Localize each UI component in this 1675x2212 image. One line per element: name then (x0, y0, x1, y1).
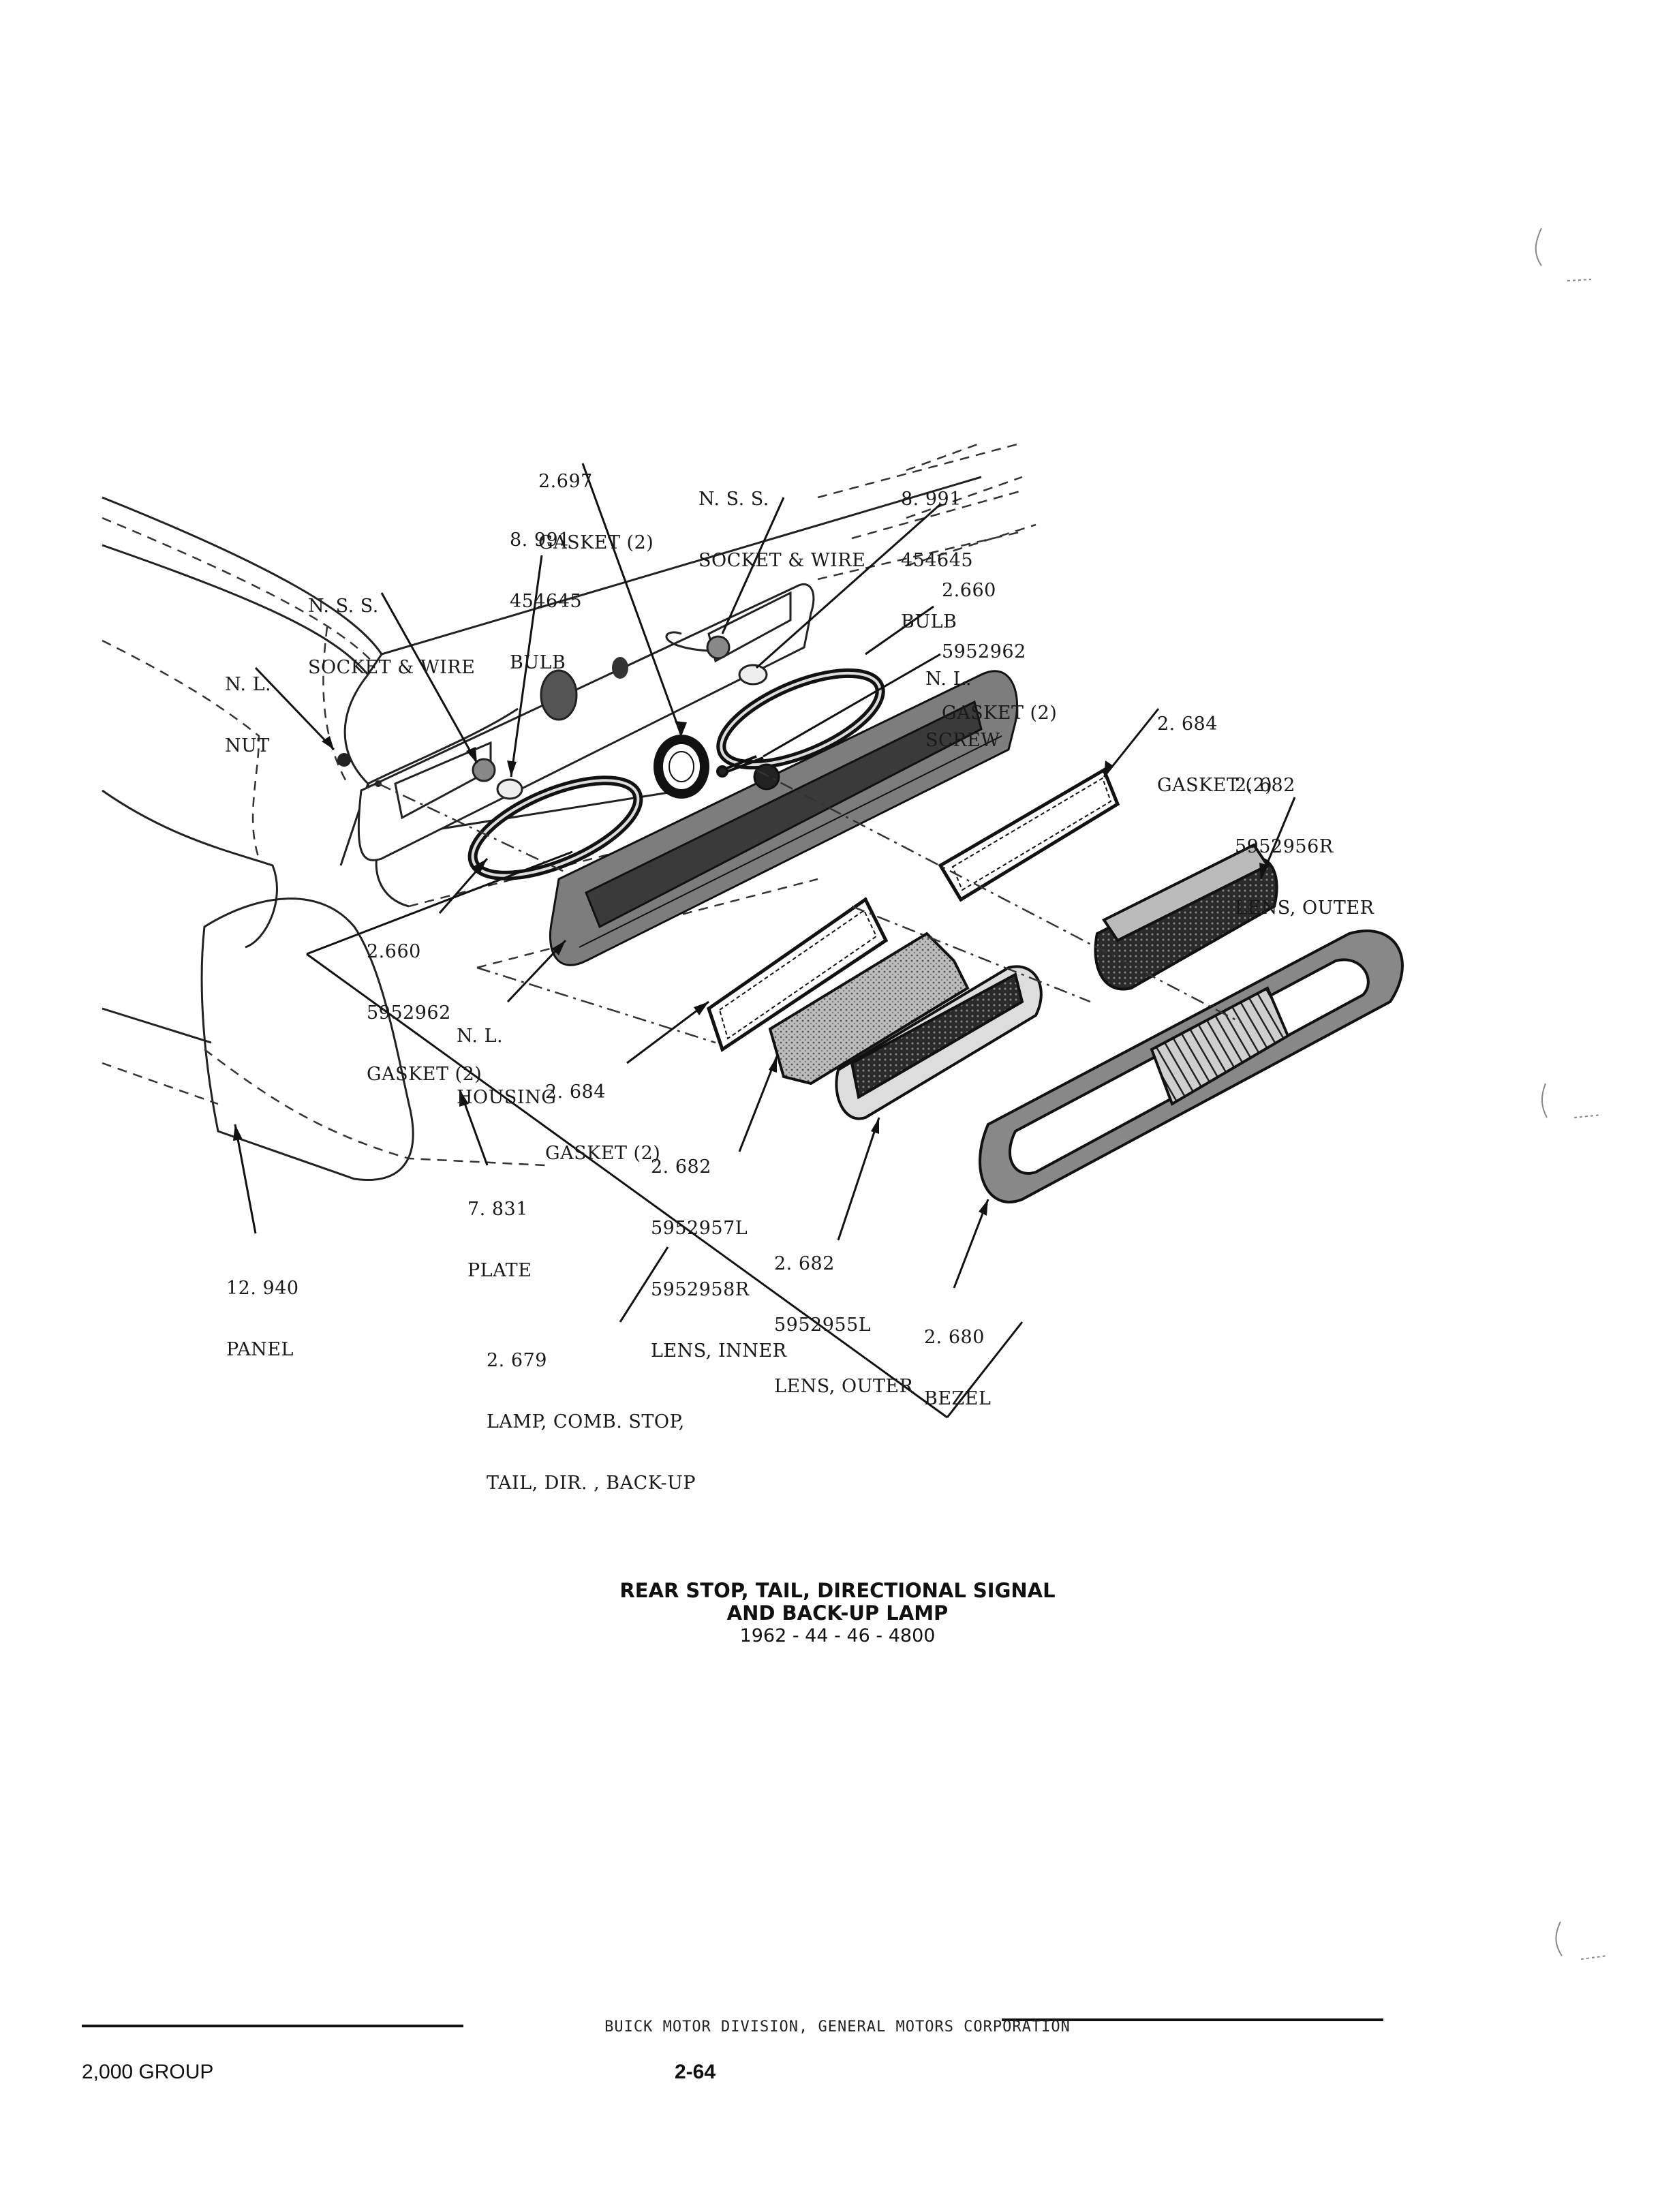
label-lens-inner-num: 2. 682 (651, 1156, 711, 1178)
label-lamp-name-1: LAMP, COMB. STOP, (487, 1411, 685, 1432)
car-body-dashes (102, 442, 1036, 1167)
label-gasket-2660-left-part: 5952962 (367, 1002, 451, 1024)
label-housing: N. L. HOUSING (457, 985, 556, 1149)
scan-margin-marks (1535, 228, 1608, 1960)
label-gasket-2684-right: 2. 684 GASKET (2) (1157, 673, 1272, 837)
label-lens-inner: 2. 682 5952957L 5952958R LENS, INNER (651, 1116, 786, 1402)
label-gasket-2684-right-num: 2. 684 (1157, 713, 1218, 735)
label-bulb-right-part: 454645 (901, 550, 974, 571)
label-lens-outer-right-name: LENS, OUTER (1235, 897, 1374, 919)
label-lamp-num: 2. 679 (487, 1350, 547, 1371)
label-gasket-2684-left-name: GASKET (2) (545, 1143, 661, 1164)
label-socket-wire-top-name: SOCKET & WIRE (698, 550, 866, 571)
label-gasket-2660-right-part: 5952962 (942, 641, 1026, 662)
label-lens-inner-part-l: 5952957L (651, 1218, 748, 1239)
label-lens-outer-left-num: 2. 682 (774, 1253, 835, 1274)
bezel (979, 930, 1404, 1203)
leader-arrowheads (233, 721, 1269, 1216)
label-socket-wire-top-num: N. S. S. (698, 489, 769, 510)
label-screw-num: N. L. (925, 669, 972, 690)
caption-model-codes: 1962 - 44 - 46 - 4800 (739, 1625, 936, 1646)
footer-rule-left (82, 2025, 463, 2027)
label-gasket-2684-left-num: 2. 684 (545, 1081, 606, 1103)
label-lens-inner-name: LENS, INNER (651, 1340, 787, 1362)
label-housing-num: N. L. (457, 1026, 504, 1047)
car-body-outline (102, 476, 982, 1181)
label-lens-outer-left: 2. 682 5952955L LENS, OUTER (774, 1213, 913, 1438)
label-panel-num: 12. 940 (226, 1278, 299, 1299)
label-gasket-2697-name: GASKET (2) (538, 532, 654, 553)
footer-rule-right (1002, 2018, 1383, 2021)
screw (716, 755, 757, 778)
figure-caption: REAR STOP, TAIL, DIRECTIONAL SIGNAL AND … (0, 1580, 1675, 1647)
label-screw-name: SCREW (925, 730, 1000, 751)
label-panel-name: PANEL (226, 1339, 294, 1360)
label-bulb-left-name: BULB (510, 652, 566, 673)
label-bezel-name: BEZEL (924, 1388, 992, 1409)
label-bulb-right-name: BULB (901, 611, 957, 632)
label-lens-outer-right-num: 2. 682 (1235, 775, 1295, 796)
label-lens-inner-part-r: 5952958R (651, 1279, 750, 1300)
label-bulb-right-num: 8. 991 (901, 489, 962, 510)
lamp-housing (549, 670, 1019, 966)
oval-gaskets (467, 668, 885, 880)
label-bezel: 2. 680 BEZEL (924, 1287, 991, 1450)
label-gasket-2660-left-name: GASKET (2) (367, 1064, 482, 1085)
caption-line-1: REAR STOP, TAIL, DIRECTIONAL SIGNAL (619, 1579, 1056, 1602)
label-housing-name: HOUSING (457, 1087, 557, 1108)
label-bulb-left: 8. 991 454645 BULB (510, 489, 582, 714)
label-panel: 12. 940 PANEL (226, 1238, 299, 1401)
label-gasket-2660-right: 2.660 5952962 GASKET (2) (942, 540, 1057, 765)
label-plate-num: 7. 831 (467, 1199, 528, 1220)
socket-and-bulb-parts (472, 631, 768, 800)
label-lens-outer-right: 2. 682 5952956R LENS, OUTER (1235, 735, 1374, 959)
label-lens-outer-left-part: 5952955L (774, 1315, 872, 1336)
label-gasket-2660-left-num: 2.660 (367, 941, 421, 962)
label-screw: N. L. SCREW (925, 628, 1000, 792)
label-gasket-2697-num: 2.697 (538, 471, 593, 492)
label-plate: 7. 831 PLATE (467, 1158, 532, 1322)
footer-group-label: 2,000 GROUP (82, 2061, 214, 2083)
label-gasket-2660-left: 2.660 5952962 GASKET (2) (367, 901, 482, 1126)
label-nut-num: N. L. (225, 674, 272, 695)
label-socket-wire-left-num: N. S. S. (308, 596, 379, 617)
label-socket-wire-left-name: SOCKET & WIRE (308, 657, 476, 678)
lenses (768, 843, 1278, 1120)
footer-page-number: 2-64 (675, 2061, 716, 2083)
label-nut-name: NUT (225, 735, 270, 756)
label-gasket-2660-right-num: 2.660 (942, 580, 996, 601)
footer-corporation: BUICK MOTOR DIVISION, GENERAL MOTORS COR… (604, 2018, 1071, 2036)
label-bulb-left-num: 8. 991 (510, 529, 570, 551)
label-nut: N. L. NUT (225, 634, 271, 797)
label-gasket-2684-right-name: GASKET (2) (1157, 775, 1273, 796)
label-socket-wire-left: N. S. S. SOCKET & WIRE (308, 555, 475, 719)
label-gasket-2660-right-name: GASKET (2) (942, 703, 1058, 724)
label-lamp-assembly: 2. 679 LAMP, COMB. STOP, TAIL, DIR. , BA… (487, 1310, 696, 1535)
assembly-bracket (306, 850, 1024, 1419)
label-socket-wire-top: N. S. S. SOCKET & WIRE (698, 448, 865, 612)
rear-end-panel (337, 583, 815, 861)
label-lamp-name-2: TAIL, DIR. , BACK-UP (487, 1473, 696, 1494)
label-lens-outer-left-name: LENS, OUTER (774, 1376, 914, 1397)
label-bulb-left-part: 454645 (510, 591, 583, 612)
exploded-guide-lines (378, 769, 1241, 1044)
label-plate-name: PLATE (467, 1260, 532, 1281)
flat-gaskets (707, 767, 1120, 1052)
label-bezel-num: 2. 680 (924, 1327, 985, 1348)
label-gasket-2684-left: 2. 684 GASKET (2) (545, 1041, 660, 1205)
label-bulb-right: 8. 991 454645 BULB (901, 448, 973, 673)
label-gasket-2697: 2.697 GASKET (2) (538, 431, 654, 594)
label-lens-outer-right-part: 5952956R (1235, 836, 1334, 857)
caption-line-2: AND BACK-UP LAMP (726, 1601, 949, 1625)
